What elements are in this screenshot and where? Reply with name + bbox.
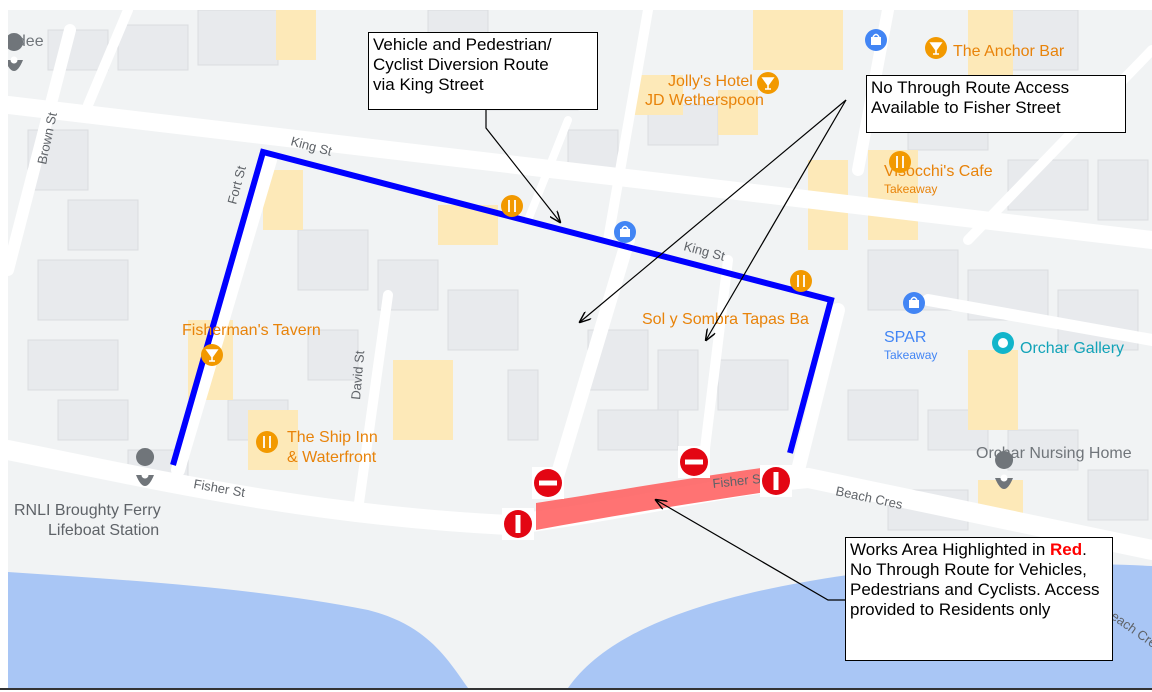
place-label-sol-y-sombra: Sol y Sombra Tapas Ba — [642, 311, 809, 328]
place-label-ship-inn-2: & Waterfront — [287, 449, 377, 466]
callout-line: Cyclist Diversion Route — [373, 55, 549, 74]
callout-red-word: Red — [1050, 540, 1083, 559]
place-label-visocchi-sub: Takeaway — [884, 182, 937, 196]
bottom-rule — [0, 688, 1152, 690]
place-label-ship-inn-1: The Ship Inn — [287, 429, 378, 446]
callout-text: . No Through Route for Vehicles, Pedestr… — [850, 540, 1100, 619]
map-pin-icon[interactable] — [136, 448, 155, 486]
no-entry-sign — [678, 446, 710, 478]
no-entry-sign — [532, 467, 564, 499]
place-label-spar-sub: Takeaway — [884, 348, 937, 362]
gallery-icon[interactable] — [992, 332, 1014, 354]
place-label-orchar-gallery: Orchar Gallery — [1020, 340, 1124, 357]
callout-text: Works Area Highlighted in — [850, 540, 1046, 559]
street-label-david-st: David St — [348, 350, 367, 401]
place-label-jollys-2: JD Wetherspoon — [645, 92, 764, 109]
map-pin-icon[interactable] — [995, 451, 1014, 489]
shopping-bag-icon[interactable] — [903, 292, 925, 314]
place-label-anchor-bar: The Anchor Bar — [953, 43, 1065, 60]
water-area — [8, 572, 468, 688]
place-label-rnli-1: RNLI Broughty Ferry — [14, 502, 161, 519]
callout-line: Vehicle and Pedestrian/ — [373, 35, 552, 54]
callout-line: No Through Route Access — [871, 78, 1070, 97]
street-label-fisher-st-2: Fisher S — [712, 471, 762, 491]
fork-knife-icon[interactable] — [889, 151, 911, 173]
place-label-rnli-2: Lifeboat Station — [48, 522, 159, 539]
place-label-jollys-1: Jolly's Hotel - — [668, 73, 763, 90]
place-label-visocchi: Visocchi's Cafe — [884, 163, 993, 180]
fork-knife-icon[interactable] — [501, 195, 523, 217]
cocktail-icon[interactable] — [925, 37, 947, 59]
callout-line: Available to Fisher Street — [871, 98, 1061, 117]
callout-diversion-route: Vehicle and Pedestrian/ Cyclist Diversio… — [368, 32, 598, 110]
callout-arrows — [485, 99, 848, 601]
no-entry-sign — [502, 508, 534, 540]
no-entry-sign — [760, 465, 792, 497]
cocktail-icon[interactable] — [201, 344, 223, 366]
cocktail-icon[interactable] — [757, 72, 779, 94]
place-label-spar: SPAR — [884, 329, 926, 346]
fork-knife-icon[interactable] — [790, 270, 812, 292]
place-label-orchar-nursing: Orchar Nursing Home — [976, 445, 1132, 462]
shopping-bag-icon[interactable] — [865, 29, 887, 51]
fork-knife-icon[interactable] — [256, 431, 278, 453]
callout-line: via King Street — [373, 75, 484, 94]
shopping-bag-icon[interactable] — [614, 221, 636, 243]
place-label-fishermans-tavern: Fisherman's Tavern — [182, 322, 321, 339]
diversion-route — [170, 148, 835, 466]
callout-works-area: Works Area Highlighted in Red. No Throug… — [845, 537, 1113, 661]
callout-no-through-route: No Through Route Access Available to Fis… — [866, 75, 1126, 133]
map-pin-icon[interactable] — [8, 33, 24, 71]
